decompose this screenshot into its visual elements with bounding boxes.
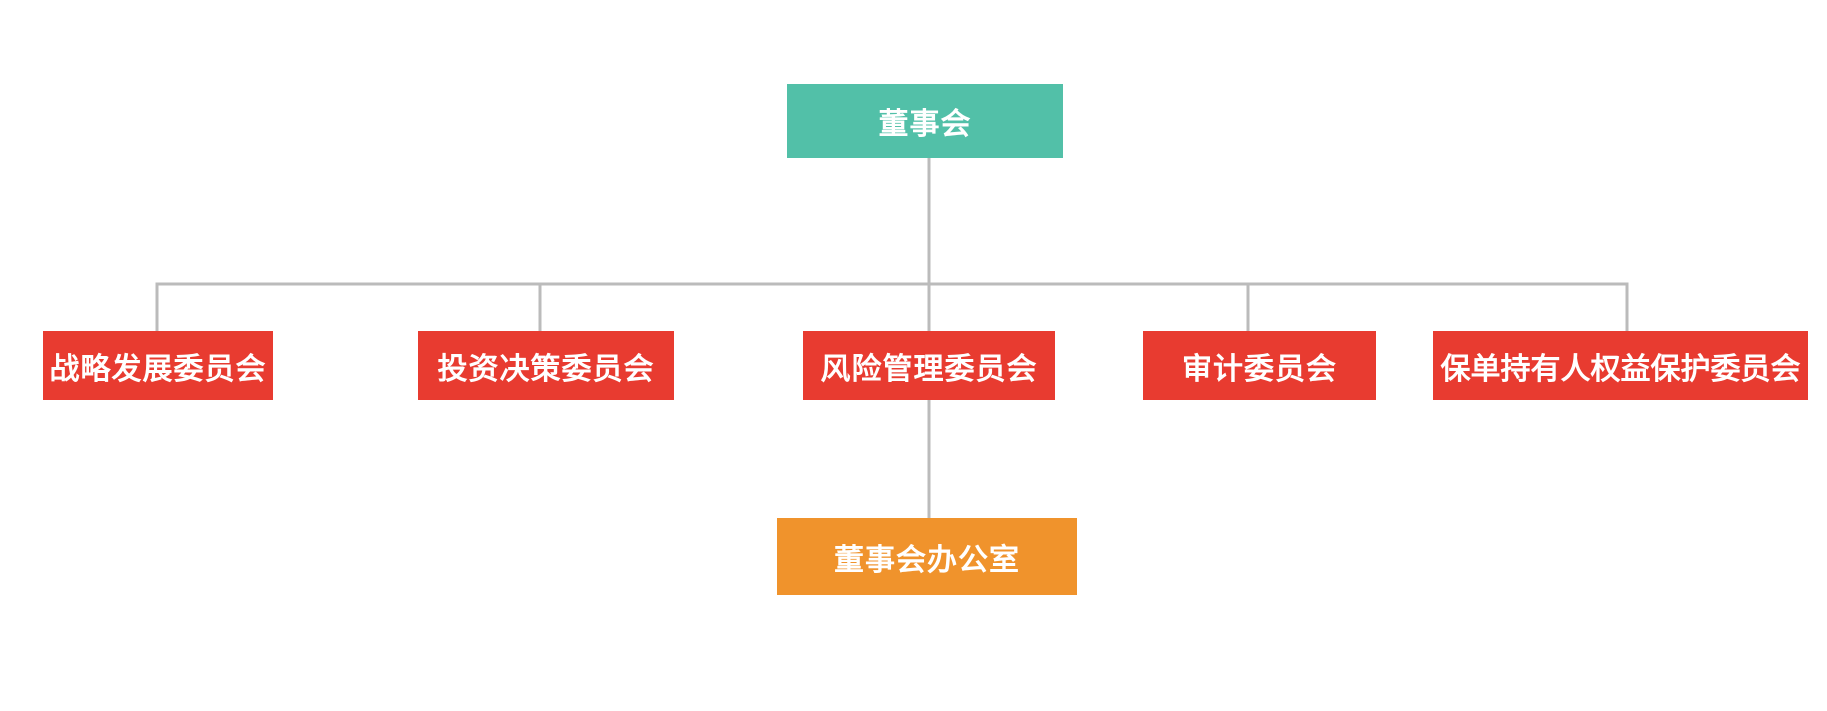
- org-node-board-office: 董事会办公室: [777, 518, 1077, 595]
- org-node-strategy-committee: 战略发展委员会: [43, 331, 273, 400]
- org-node-board: 董事会: [787, 84, 1063, 158]
- org-node-risk-committee: 风险管理委员会: [803, 331, 1055, 400]
- org-node-investment-committee: 投资决策委员会: [418, 331, 674, 400]
- org-node-policyholder-committee: 保单持有人权益保护委员会: [1433, 331, 1808, 400]
- org-node-audit-committee: 审计委员会: [1143, 331, 1376, 400]
